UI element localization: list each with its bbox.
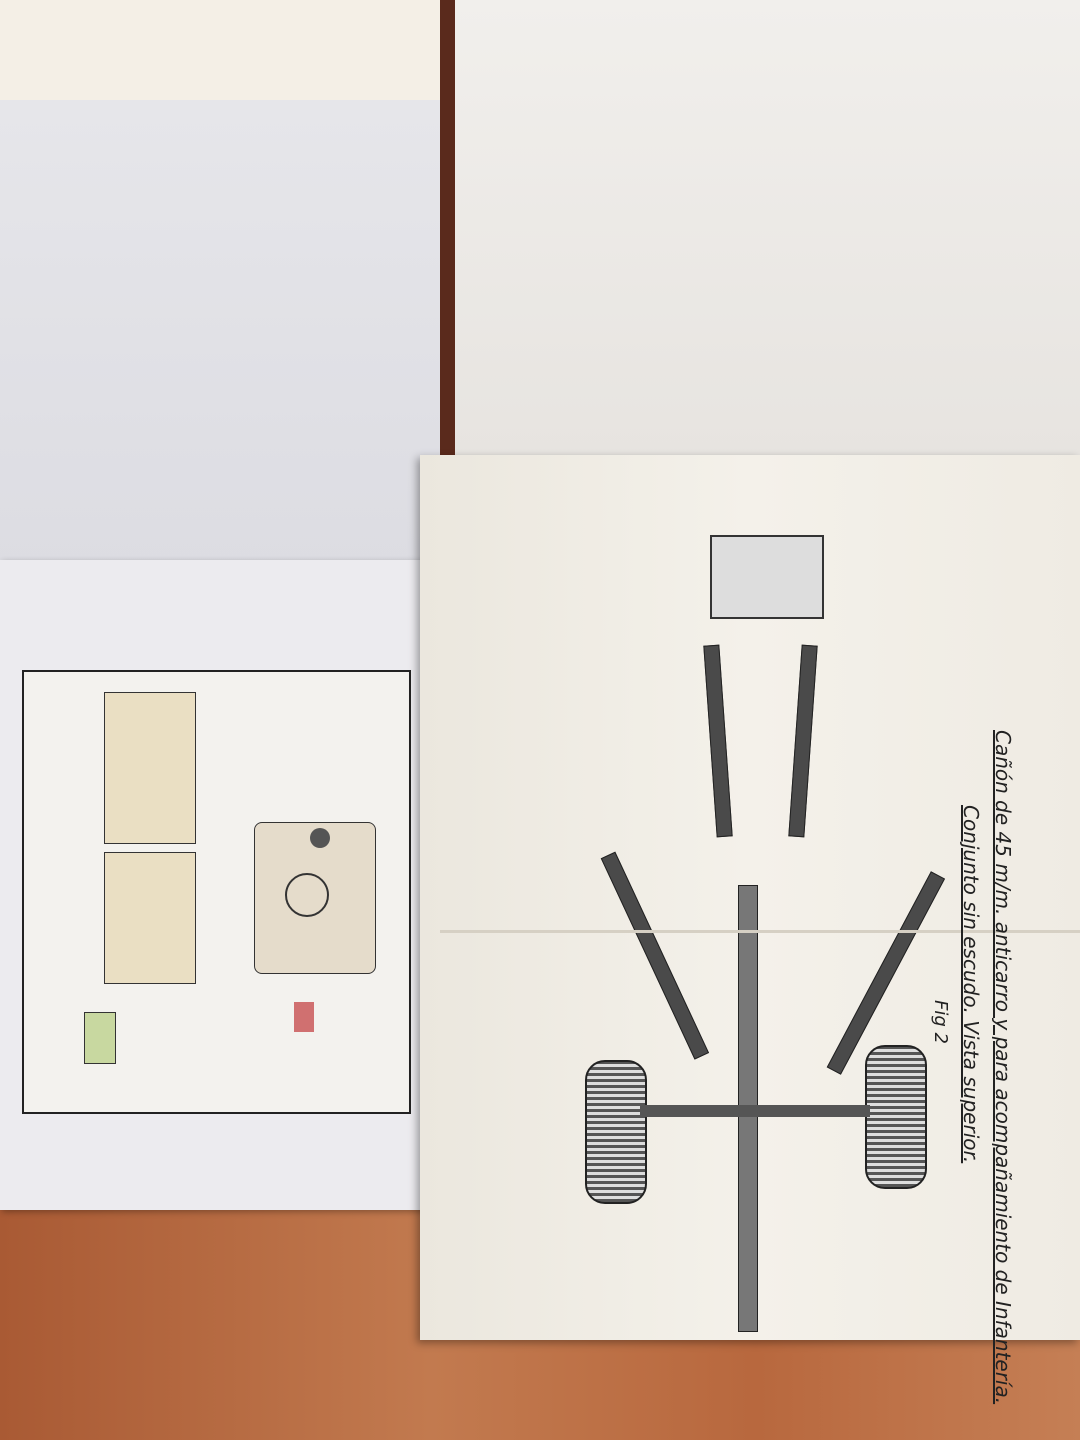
top-book — [0, 0, 450, 112]
wheel-left — [585, 1060, 647, 1204]
lever-knob — [310, 828, 330, 848]
open-booklet — [420, 455, 1080, 1340]
trail-leg-left — [703, 644, 733, 838]
trail-arm-left — [600, 851, 710, 1060]
breech-detail — [254, 822, 376, 974]
breech-circle — [285, 873, 329, 917]
left-diagram-sheet — [0, 560, 425, 1210]
breech-diagram — [22, 670, 411, 1114]
section-view-1 — [104, 692, 196, 844]
part-detail — [84, 1012, 116, 1064]
figure-label: Fig 2 — [930, 1000, 951, 1044]
axle — [640, 1105, 870, 1117]
figure-subtitle: Conjunto sin escudo. Vista superior. — [959, 805, 983, 1164]
figure-title: Cañón de 45 m/m. anticarro y para acompa… — [991, 730, 1015, 1405]
wheel-right — [865, 1045, 927, 1189]
trail-spade — [710, 535, 824, 619]
red-arrow — [294, 1002, 314, 1032]
section-view-2 — [104, 852, 196, 984]
trail-leg-right — [788, 644, 818, 838]
booklet-fold — [440, 930, 1080, 933]
right-blank-sheet — [455, 0, 1080, 500]
left-blank-page — [0, 100, 440, 580]
